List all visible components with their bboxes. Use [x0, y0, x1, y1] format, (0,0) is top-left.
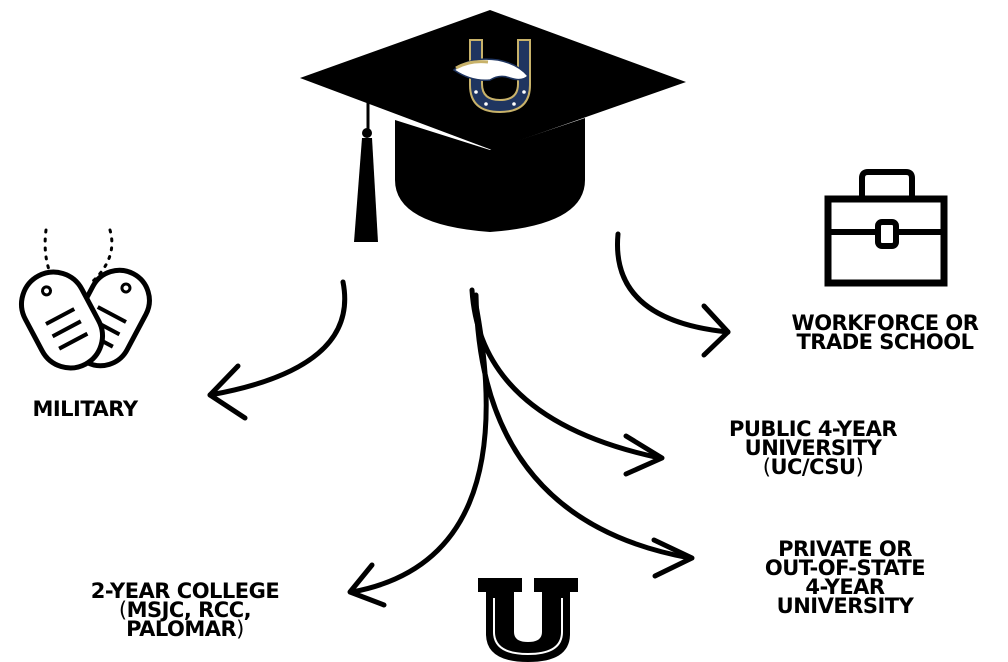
label-public-university: PUBLIC 4-YEAR UNIVERSITY (UC/CSU) — [688, 417, 938, 479]
label-line: 4-YEAR — [805, 574, 885, 599]
label-private-university: PRIVATE OR OUT-OF-STATE 4-YEAR UNIVERSIT… — [720, 537, 970, 618]
label-line: MILITARY — [32, 397, 138, 421]
arrow-to-military — [207, 279, 348, 421]
label-line: WORKFORCE OR — [791, 311, 979, 335]
label-line: PRIVATE OR — [778, 537, 912, 561]
label-line: (MSJC, RCC, — [118, 597, 252, 622]
label-line: PALOMAR) — [126, 616, 244, 641]
label-paren-text: PALOMAR — [126, 616, 237, 641]
label-military: MILITARY — [0, 397, 170, 421]
label-line: UNIVERSITY — [744, 435, 882, 460]
label-two-year-college: 2-YEAR COLLEGE (MSJC, RCC, PALOMAR) — [60, 579, 310, 641]
arrow-to-public-university — [469, 287, 665, 477]
label-line: OUT-OF-STATE — [764, 555, 926, 580]
u-logo — [478, 578, 578, 662]
label-paren-text: UC/CSU — [770, 454, 856, 479]
label-line: (UC/CSU) — [762, 454, 864, 479]
graduation-cap-icon — [300, 10, 686, 242]
label-workforce: WORKFORCE OR TRADE SCHOOL — [762, 311, 1008, 354]
arrow-to-workforce — [615, 231, 731, 358]
arrow-to-two-year-college — [347, 297, 489, 608]
label-paren-text: MSJC, RCC, — [126, 597, 252, 622]
label-line: UNIVERSITY — [776, 593, 914, 618]
label-line: TRADE SCHOOL — [796, 329, 974, 354]
horseshoe-horse-logo — [452, 39, 531, 114]
briefcase-icon — [824, 169, 948, 287]
dog-tags-icon — [19, 228, 152, 371]
label-line: 2-YEAR COLLEGE — [90, 579, 280, 603]
label-line: PUBLIC 4-YEAR — [728, 417, 898, 441]
